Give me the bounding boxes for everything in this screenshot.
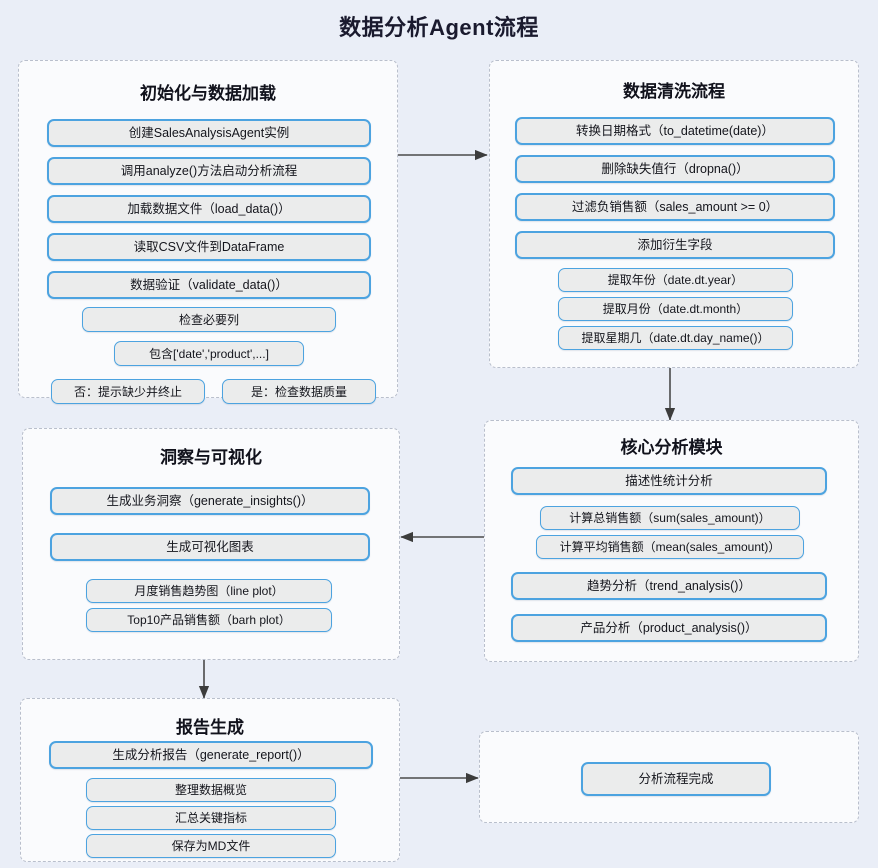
- node-generate-insights[interactable]: 生成业务洞察（generate_insights()）: [50, 487, 370, 515]
- node-dropna[interactable]: 删除缺失值行（dropna()）: [515, 155, 835, 183]
- node-read-csv[interactable]: 读取CSV文件到DataFrame: [47, 233, 371, 261]
- node-top10-products-chart[interactable]: Top10产品销售额（barh plot）: [86, 608, 332, 632]
- node-filter-negative[interactable]: 过滤负销售额（sales_amount >= 0）: [515, 193, 835, 221]
- node-monthly-trend-chart[interactable]: 月度销售趋势图（line plot）: [86, 579, 332, 603]
- node-load-data[interactable]: 加载数据文件（load_data()）: [47, 195, 371, 223]
- node-create-agent[interactable]: 创建SalesAnalysisAgent实例: [47, 119, 371, 147]
- node-call-analyze[interactable]: 调用analyze()方法启动分析流程: [47, 157, 371, 185]
- node-branch-no[interactable]: 否：提示缺少并终止: [51, 379, 205, 404]
- node-mean-sales[interactable]: 计算平均销售额（mean(sales_amount)）: [536, 535, 804, 559]
- group-insight-viz: 洞察与可视化 生成业务洞察（generate_insights()） 生成可视化…: [22, 428, 400, 660]
- group-core-analysis: 核心分析模块 描述性统计分析 计算总销售额（sum(sales_amount)）…: [484, 420, 859, 662]
- node-total-sales[interactable]: 计算总销售额（sum(sales_amount)）: [540, 506, 800, 530]
- group-finish: 分析流程完成: [479, 731, 859, 823]
- group-title-core-analysis: 核心分析模块: [620, 438, 723, 457]
- node-extract-weekday[interactable]: 提取星期几（date.dt.day_name()）: [558, 326, 793, 350]
- node-save-md[interactable]: 保存为MD文件: [86, 834, 336, 858]
- group-init-load: 初始化与数据加载 创建SalesAnalysisAgent实例 调用analyz…: [18, 60, 398, 404]
- node-product-analysis[interactable]: 产品分析（product_analysis()）: [511, 614, 827, 642]
- node-generate-charts[interactable]: 生成可视化图表: [50, 533, 370, 561]
- node-generate-report[interactable]: 生成分析报告（generate_report()）: [49, 741, 373, 769]
- group-title-init-load: 初始化与数据加载: [140, 84, 276, 103]
- page-title: 数据分析Agent流程: [339, 15, 539, 40]
- node-extract-month[interactable]: 提取月份（date.dt.month）: [558, 297, 793, 321]
- node-descriptive-stats[interactable]: 描述性统计分析: [511, 467, 827, 495]
- node-validate-data[interactable]: 数据验证（validate_data()）: [47, 271, 371, 299]
- node-flow-complete[interactable]: 分析流程完成: [581, 762, 771, 796]
- node-summarize-kpi[interactable]: 汇总关键指标: [86, 806, 336, 830]
- node-organize-data[interactable]: 整理数据概览: [86, 778, 336, 802]
- node-trend-analysis[interactable]: 趋势分析（trend_analysis()）: [511, 572, 827, 600]
- group-title-insight-viz: 洞察与可视化: [160, 448, 262, 467]
- group-data-cleaning: 数据清洗流程 转换日期格式（to_datetime(date)） 删除缺失值行（…: [489, 60, 859, 368]
- node-add-derived[interactable]: 添加衍生字段: [515, 231, 835, 259]
- group-title-data-cleaning: 数据清洗流程: [623, 82, 725, 101]
- node-contains-columns[interactable]: 包含['date','product',...]: [114, 341, 304, 366]
- node-to-datetime[interactable]: 转换日期格式（to_datetime(date)）: [515, 117, 835, 145]
- node-branch-yes[interactable]: 是：检查数据质量: [222, 379, 376, 404]
- node-extract-year[interactable]: 提取年份（date.dt.year）: [558, 268, 793, 292]
- group-report-gen: 报告生成 生成分析报告（generate_report()） 整理数据概览 汇总…: [20, 698, 400, 862]
- group-title-report-gen: 报告生成: [176, 718, 244, 737]
- node-check-columns[interactable]: 检查必要列: [82, 307, 336, 332]
